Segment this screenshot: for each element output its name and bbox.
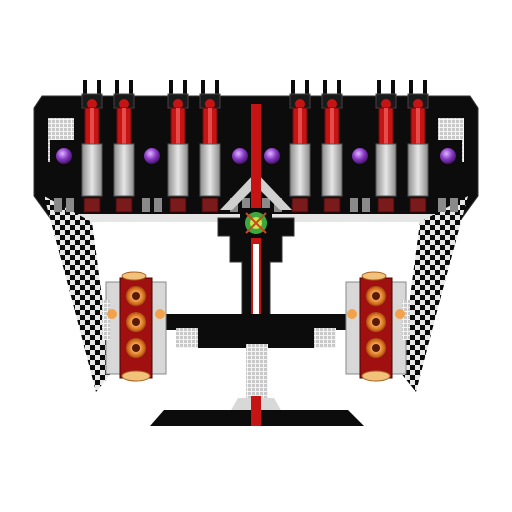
engine-pods [102,271,410,382]
weapon-pod-5[interactable] [346,140,374,212]
crossbar-vent-left [176,328,198,348]
weapon-pod-4[interactable] [258,140,286,212]
strut-left [44,196,112,392]
turret-5[interactable] [289,80,311,213]
turret-2[interactable] [113,80,135,213]
reactor-core [240,208,272,238]
weapon-pod-2[interactable] [138,140,166,212]
spine-chevron [220,172,292,210]
engine-pod-right[interactable] [345,271,410,382]
strut-right [400,196,468,392]
turret-7[interactable] [375,80,397,213]
turret-4[interactable] [199,80,221,213]
spine-light [253,244,259,330]
crossbar-vent-right [314,328,336,348]
weapon-pod-1[interactable] [50,140,78,212]
turret-6[interactable] [321,80,343,213]
weapon-pod-6[interactable] [434,140,462,212]
engine-pod-left[interactable] [102,271,167,382]
crossbar [140,314,372,348]
tail-fin [150,344,364,426]
side-struts [44,196,468,392]
pod-row [50,140,462,212]
turret-8[interactable] [407,80,429,213]
turret-3[interactable] [167,80,189,213]
turret-row [81,80,429,213]
turret-1[interactable] [81,80,103,213]
